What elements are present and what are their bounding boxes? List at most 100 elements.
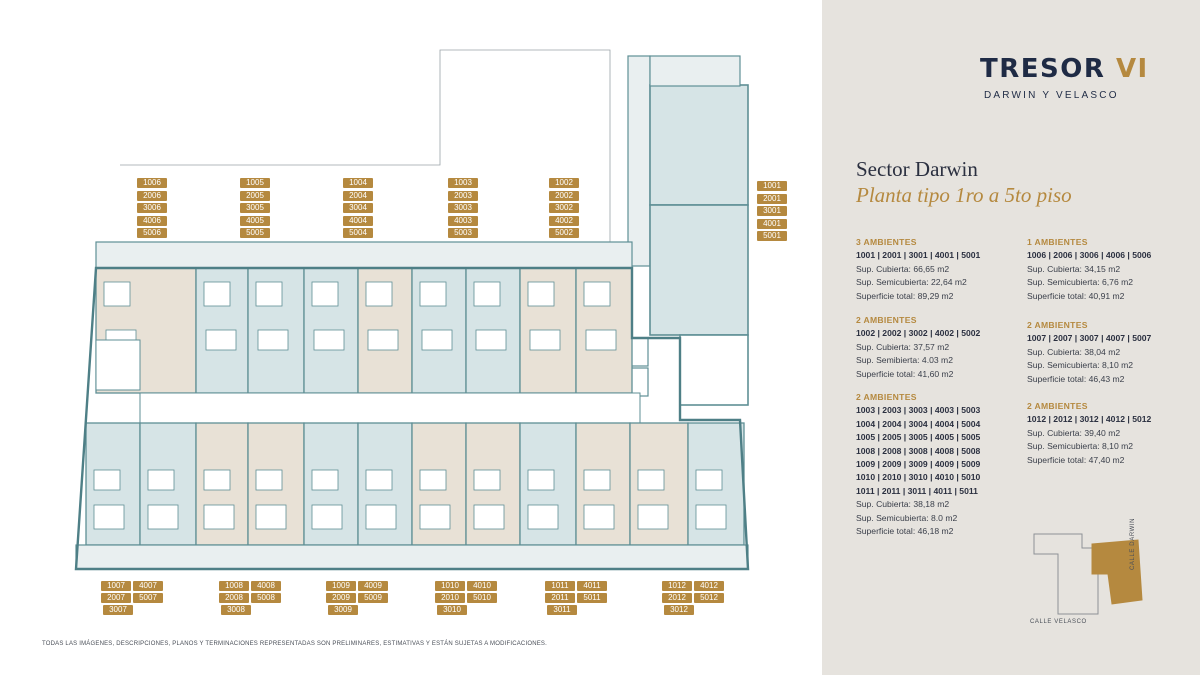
furniture-block [147,469,175,491]
site-boundary [120,49,611,270]
unit-tag: 4006 [137,215,167,226]
unit-tag: 1006 [137,178,167,188]
unit-tag: 3011 [547,605,577,615]
unit-tag: 1007 [101,581,131,591]
unit-tag: 1009 [326,581,356,591]
spec-line: Sup. Cubierta: 38,04 m2 [1027,346,1121,357]
unit-tag: 1011 [545,581,575,591]
spec-block-1-amb: 1 AMBIENTES 1006 | 2006 | 3006 | 4006 | … [1027,236,1151,303]
furniture-block [93,469,121,491]
unit-tag: 1004 [343,178,373,188]
unit-tag: 3005 [240,203,270,213]
unit-tag: 1010 [435,581,465,591]
tower-unit-1001 [649,204,749,336]
corridor [139,392,641,424]
furniture-block [255,504,287,530]
furniture-block [419,469,447,491]
furniture-block [529,329,561,351]
furniture-block [365,281,393,307]
spec-line: Sup. Cubierta: 39,40 m2 [1027,427,1121,438]
spec-line: Sup. Semicubierta: 8,10 m2 [1027,441,1134,452]
furniture-block [311,469,339,491]
spec-units: 1010 | 2010 | 3010 | 4010 | 5010 [856,472,981,483]
spec-line: Sup. Cubierta: 37,57 m2 [856,341,950,352]
unit-tag: 4010 [467,581,497,591]
spec-heading: 2 AMBIENTES [1027,401,1088,411]
spec-line: Superficie total: 47,40 m2 [1027,454,1125,465]
brand-roman: VI [1115,54,1149,84]
unit-tag: 5004 [343,228,373,238]
unit-tag: 1012 [662,581,692,591]
floor-plan-drawing [74,49,750,571]
spec-block-2-amb-b: 2 AMBIENTES 1003 | 2003 | 3003 | 4003 | … [856,391,980,538]
unit-tag: 3003 [448,203,478,213]
spec-units: 1002 | 2002 | 3002 | 4002 | 5002 [856,328,981,339]
spec-line: Sup. Semicubierta: 6,76 m2 [1027,277,1134,288]
furniture-block [203,281,231,307]
unit-tag: 2005 [240,190,270,201]
unit-tag: 5001 [757,231,787,241]
tower-balcony [627,55,651,267]
unit-tag: 2002 [549,190,579,201]
furniture-block [583,469,611,491]
furniture-block [255,281,283,307]
unit-tag: 2004 [343,190,373,201]
spec-heading: 2 AMBIENTES [1027,320,1088,330]
brand-logo: TRESOR VI [980,54,1149,84]
furniture-block [473,469,501,491]
spec-line: Sup. Semicubierta: 8.0 m2 [856,512,958,523]
spec-units: 1008 | 2008 | 3008 | 4008 | 5008 [856,445,981,456]
furniture-block [419,504,451,530]
spec-units: 1011 | 2011 | 3011 | 4011 | 5011 [856,485,978,496]
unit-tag: 1008 [219,581,249,591]
unit-tag: 5012 [694,593,724,603]
furniture-block [527,469,555,491]
site-lot [1033,533,1099,615]
unit-tag: 3007 [103,605,133,615]
furniture-block [203,504,235,530]
furniture-block [473,504,505,530]
unit-tag: 4009 [358,581,388,591]
furniture-block [311,504,343,530]
furniture-block [695,469,723,491]
unit-tag: 4003 [448,215,478,226]
spec-heading: 2 AMBIENTES [856,392,917,402]
unit-tag: 5011 [577,593,607,603]
spec-line: Superficie total: 46,43 m2 [1027,373,1125,384]
unit-tag: 3009 [328,605,358,615]
spec-line: Superficie total: 46,18 m2 [856,526,954,537]
spec-units: 1012 | 2012 | 3012 | 4012 | 5012 [1027,414,1152,425]
unit-tag: 5006 [137,228,167,238]
spec-units: 1001 | 2001 | 3001 | 4001 | 5001 [856,250,981,261]
unit-tag: 5007 [133,593,163,603]
furniture-block [103,281,131,307]
spec-line: Sup. Cubierta: 66,65 m2 [856,263,950,274]
furniture-block [203,469,231,491]
spec-line: Superficie total: 40,91 m2 [1027,290,1125,301]
furniture-block [367,329,399,351]
unit-tag: 2007 [101,593,131,603]
unit-tag: 1002 [549,178,579,188]
spec-block-3-amb: 3 AMBIENTES 1001 | 2001 | 3001 | 4001 | … [856,236,980,303]
spec-units: 1003 | 2003 | 3003 | 4003 | 5003 [856,405,981,416]
spec-line: Sup. Cubierta: 34,15 m2 [1027,263,1121,274]
spec-units: 1007 | 2007 | 3007 | 4007 | 5007 [1027,333,1152,344]
furniture-block [583,281,611,307]
unit-tag: 4001 [757,218,787,229]
unit-tag: 2006 [137,190,167,201]
unit-tag: 3006 [137,203,167,213]
spec-line: Sup. Semicubierta: 8,10 m2 [1027,360,1134,371]
furniture-block [527,504,559,530]
spec-units: 1009 | 2009 | 3009 | 4009 | 5009 [856,459,981,470]
furniture-block [257,329,289,351]
unit-tag: 5005 [240,228,270,238]
unit-tag: 1003 [448,178,478,188]
spec-line: Superficie total: 89,29 m2 [856,290,954,301]
spec-heading: 3 AMBIENTES [856,237,917,247]
unit-tag: 3010 [437,605,467,615]
unit-tag: 3001 [757,206,787,216]
spec-heading: 1 AMBIENTES [1027,237,1088,247]
spec-block-2-amb-c: 2 AMBIENTES 1007 | 2007 | 3007 | 4007 | … [1027,319,1151,386]
furniture-block [583,504,615,530]
spec-block-2-amb-a: 2 AMBIENTES 1002 | 2002 | 3002 | 4002 | … [856,314,980,381]
